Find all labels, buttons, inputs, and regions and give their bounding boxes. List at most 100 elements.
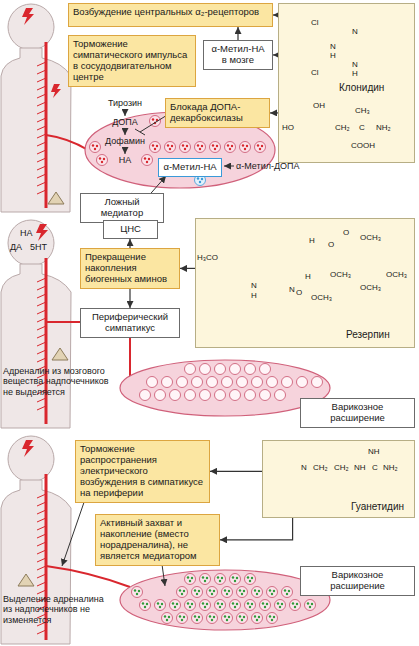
vesicles <box>252 613 263 624</box>
vesicles <box>227 144 229 146</box>
vesicles <box>239 615 241 617</box>
atom-label: H <box>305 272 311 281</box>
vesicles <box>282 377 293 388</box>
nerve-ticks <box>37 166 46 170</box>
nerve-ticks <box>37 494 46 498</box>
vesicles <box>183 590 185 592</box>
note-label: Выделение адреналина из надпочечников не… <box>3 594 115 625</box>
structure-box: Гуанетидин <box>262 440 415 518</box>
atom-label: H₃CO <box>197 253 218 262</box>
atom-label: H <box>251 291 257 300</box>
note-label: Тирозин <box>108 98 142 108</box>
vesicles <box>230 390 241 401</box>
vesicles <box>132 587 143 598</box>
vesicles <box>225 142 236 153</box>
adrenal-gland <box>18 574 34 586</box>
vesicles <box>254 615 256 617</box>
note-label: Дофамин <box>105 136 145 146</box>
leader-line <box>62 110 234 586</box>
vesicles <box>213 616 215 618</box>
nerve-ticks <box>37 398 46 402</box>
vesicles <box>192 613 203 624</box>
vesicles <box>192 587 203 598</box>
vesicles <box>236 577 238 579</box>
vesicles <box>254 589 256 591</box>
nerve-ticks <box>37 590 46 594</box>
box-text: Варикозное расширение <box>305 402 410 424</box>
vesicles <box>222 377 233 388</box>
vesicles <box>197 144 199 146</box>
vesicles <box>200 390 211 401</box>
atom-label: H <box>330 51 336 60</box>
lightning-symbol <box>36 224 48 241</box>
nerve-ticks <box>37 182 46 186</box>
vesicles <box>267 613 278 624</box>
nerve-ticks <box>37 110 46 114</box>
nerve-ticks <box>37 126 46 130</box>
drug-name: Клонидин <box>339 82 384 94</box>
vesicles <box>215 574 226 585</box>
vesicles <box>192 377 203 388</box>
nerve-ticks <box>37 118 46 122</box>
vesicles <box>259 148 261 150</box>
atom-label: H <box>352 69 358 78</box>
nerve-ticks <box>37 62 46 634</box>
vesicles <box>292 602 294 604</box>
nerve-ticks <box>37 342 46 346</box>
term-box: Варикозное расширение <box>300 566 415 596</box>
vesicles <box>140 390 151 401</box>
vesicles <box>230 574 241 585</box>
vesicles <box>177 587 188 598</box>
arrow-connector <box>129 239 130 248</box>
vesicles <box>172 602 174 604</box>
lightning-symbol <box>22 440 34 457</box>
vesicles <box>215 364 226 375</box>
human-figure <box>1 4 71 644</box>
vesicles <box>236 603 238 605</box>
vesicles <box>275 600 286 611</box>
vesicles <box>103 158 105 160</box>
vesicles <box>185 390 196 401</box>
vesicles <box>96 145 98 147</box>
note-label: НА <box>20 228 33 238</box>
nerve-ticks <box>37 62 46 66</box>
term-box: α-Метил-НА в мозге <box>203 40 273 70</box>
vesicles <box>207 613 218 624</box>
vesicles <box>305 600 316 611</box>
atom-label: NH₂ <box>376 123 391 132</box>
vesicles <box>242 144 244 146</box>
vesicles <box>297 377 308 388</box>
atom-label: CH₂ <box>313 463 328 472</box>
vesicles <box>269 615 271 617</box>
vesicles <box>152 144 154 146</box>
vesicles <box>273 616 275 618</box>
vesicles <box>180 142 191 153</box>
vesicles <box>198 616 200 618</box>
vesicles <box>275 390 286 401</box>
vesicles <box>170 600 181 611</box>
vesicles <box>255 142 266 153</box>
vesicles <box>266 603 268 605</box>
atom-label: OCH₃ <box>360 283 381 292</box>
atom-label: OH <box>313 101 325 110</box>
vesicles <box>207 377 218 388</box>
vesicles <box>267 377 278 388</box>
vesicles <box>195 142 206 153</box>
vesicles <box>177 587 188 598</box>
vesicles <box>234 580 236 582</box>
vesicles <box>237 613 248 624</box>
vesicles <box>155 600 166 611</box>
vesicles <box>241 619 243 621</box>
vesicles <box>201 145 203 147</box>
nerve-ticks <box>37 174 46 178</box>
nerve-ticks <box>37 542 46 546</box>
vesicles <box>207 587 218 598</box>
nerve-ticks <box>37 302 46 306</box>
vesicles <box>246 145 248 147</box>
arrow-connector <box>210 471 262 472</box>
nerve-ticks <box>37 86 46 90</box>
vesicles <box>221 577 223 579</box>
box-text: Периферический симпатикус <box>85 312 175 334</box>
vesicles <box>146 603 148 605</box>
